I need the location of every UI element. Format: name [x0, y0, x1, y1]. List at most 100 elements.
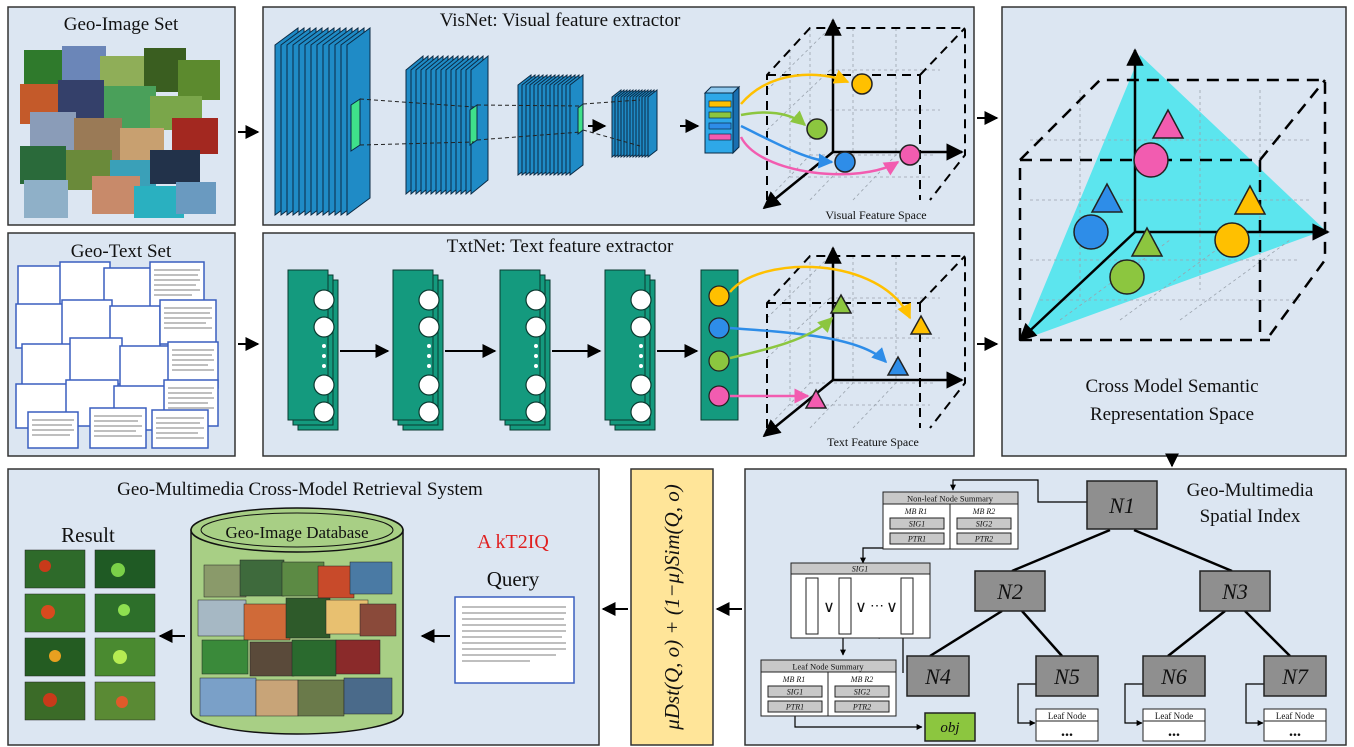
svg-text:N3: N3 — [1221, 579, 1248, 604]
svg-text:...: ... — [1289, 723, 1301, 740]
index-title-line1: Geo-Multimedia — [1187, 480, 1314, 501]
flow-arrows-top — [238, 111, 1179, 468]
cross-model-label-line2: Representation Space — [1090, 404, 1254, 425]
svg-text:N4: N4 — [924, 664, 951, 689]
svg-text:∨: ∨ — [886, 599, 898, 616]
query-document — [454, 596, 575, 684]
visnet-embedding-points — [806, 73, 921, 173]
visnet-feature-block — [703, 85, 741, 155]
index-node-n1: N1 — [1086, 480, 1158, 530]
cross-triangle-yellow — [1233, 184, 1267, 215]
svg-text:Leaf Node Summary: Leaf Node Summary — [792, 662, 864, 672]
signature-table: SIG1 ∨ ∨ ⋯ ∨ — [790, 562, 931, 639]
leaf-node-box-n5: Leaf Node ... — [1035, 708, 1099, 742]
result-frog-accents — [39, 560, 130, 708]
svg-text:Non-leaf Node Summary: Non-leaf Node Summary — [907, 494, 994, 504]
svg-text:SIG1: SIG1 — [787, 688, 803, 697]
cross-model-plane — [1022, 55, 1325, 340]
geo-text-lines — [32, 269, 214, 439]
leaf-node-box-n6: Leaf Node ... — [1142, 708, 1206, 742]
index-node-n7: N7 — [1263, 655, 1327, 697]
retrieval-title: Geo-Multimedia Cross-Model Retrieval Sys… — [117, 479, 483, 500]
database-label: Geo-Image Database — [225, 523, 368, 542]
leaf-node-summary: Leaf Node Summary MB R1 MB R2 SIG1 SIG2 … — [760, 659, 897, 717]
svg-text:N1: N1 — [1108, 493, 1135, 518]
svg-text:PTR1: PTR1 — [785, 703, 804, 712]
cross-circle-green — [1109, 259, 1145, 295]
visual-point-pink — [899, 144, 921, 166]
index-node-n3: N3 — [1199, 570, 1271, 612]
svg-text:obj: obj — [940, 720, 959, 736]
geo-image-collage — [20, 46, 220, 218]
txtnet-output-layer — [700, 269, 739, 421]
svg-text:SIG1: SIG1 — [852, 565, 868, 574]
visnet-conv-layers — [274, 27, 658, 216]
cross-circle-yellow — [1214, 222, 1250, 258]
svg-text:∨: ∨ — [823, 599, 835, 616]
formula-panel — [630, 468, 714, 746]
formula-text: μDst(Q, o) + (1−μ)Sim(Q, o) — [660, 484, 684, 730]
txtnet-embedding-arrows — [729, 265, 912, 404]
index-node-n5: N5 — [1035, 655, 1099, 697]
query-type-label: A kT2IQ — [477, 531, 549, 553]
object-box: obj — [924, 712, 976, 742]
cross-circle-pink — [1133, 142, 1169, 178]
cross-circle-blue — [1073, 214, 1109, 250]
result-label: Result — [61, 523, 115, 547]
visual-point-yellow — [851, 73, 873, 95]
index-node-n6: N6 — [1142, 655, 1206, 697]
svg-text:N6: N6 — [1160, 664, 1187, 689]
text-point-yellow — [909, 314, 933, 335]
visnet-receptive-lines — [359, 98, 641, 147]
svg-text:SIG1: SIG1 — [909, 520, 925, 529]
index-node-n2: N2 — [974, 570, 1046, 612]
leaf-node-box-n7: Leaf Node ... — [1263, 708, 1327, 742]
index-node-n4: N4 — [906, 655, 970, 697]
svg-text:MB R1: MB R1 — [782, 675, 805, 684]
svg-text:MB R2: MB R2 — [850, 675, 873, 684]
text-set-title: Geo-Text Set — [71, 241, 172, 262]
svg-text:SIG2: SIG2 — [976, 520, 992, 529]
cross-triangle-blue — [1090, 182, 1124, 213]
text-point-green — [829, 293, 853, 314]
visual-feature-space-label: Visual Feature Space — [825, 208, 926, 222]
svg-text:MB R2: MB R2 — [972, 507, 995, 516]
visnet-title: VisNet: Visual feature extractor — [440, 10, 681, 31]
text-point-pink — [804, 388, 828, 409]
text-feature-space-label: Text Feature Space — [827, 435, 919, 449]
svg-text:N2: N2 — [996, 579, 1023, 604]
svg-text:PTR1: PTR1 — [907, 535, 926, 544]
txtnet-ellipsis-dots — [322, 344, 643, 368]
svg-text:∨: ∨ — [855, 599, 867, 616]
visnet-receptive-fields — [350, 98, 584, 152]
index-tree-edges — [929, 528, 1291, 658]
svg-text:Leaf Node: Leaf Node — [1276, 711, 1314, 721]
cross-model-label-line1: Cross Model Semantic — [1085, 376, 1258, 397]
visnet-embedding-arrows — [739, 69, 900, 176]
query-label: Query — [487, 567, 540, 591]
cross-triangle-pink — [1151, 108, 1185, 139]
txtnet-neurons — [313, 289, 652, 423]
svg-text:⋯: ⋯ — [870, 599, 884, 614]
svg-text:SIG2: SIG2 — [854, 688, 870, 697]
cross-model-cube — [1018, 48, 1330, 342]
svg-text:PTR2: PTR2 — [974, 535, 993, 544]
visual-point-green — [806, 118, 828, 140]
cross-model-points — [1073, 108, 1267, 295]
svg-text:N7: N7 — [1281, 664, 1309, 689]
visual-feature-space-cube — [762, 18, 966, 210]
svg-text:Leaf Node: Leaf Node — [1048, 711, 1086, 721]
svg-text:MB R1: MB R1 — [904, 507, 927, 516]
svg-text:...: ... — [1168, 723, 1180, 740]
cross-triangle-green — [1130, 226, 1164, 257]
svg-text:Leaf Node: Leaf Node — [1155, 711, 1193, 721]
image-set-title: Geo-Image Set — [64, 14, 179, 35]
txtnet-title: TxtNet: Text feature extractor — [447, 236, 674, 257]
database-photo-collage — [197, 559, 397, 717]
index-title-line2: Spatial Index — [1200, 506, 1301, 527]
svg-text:PTR2: PTR2 — [852, 703, 871, 712]
text-point-blue — [886, 355, 910, 376]
svg-text:N5: N5 — [1053, 664, 1080, 689]
nonleaf-node-summary: Non-leaf Node Summary MB R1 MB R2 SIG1 S… — [882, 491, 1019, 550]
visual-point-blue — [834, 151, 856, 173]
